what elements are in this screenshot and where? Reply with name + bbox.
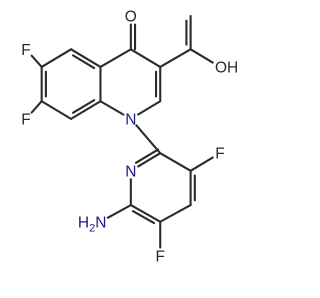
bond-Cp2-Np1-second-line bbox=[134, 148, 160, 164]
atom-label-layer: O OH F F N N F F H2N bbox=[21, 9, 238, 266]
bond-Cp3-Cp2 bbox=[159, 152, 192, 172]
atom-label-F5p: F bbox=[155, 249, 164, 266]
bond-C5-C6 bbox=[40, 48, 73, 68]
bond-C_acid-O_acid_OH bbox=[189, 48, 214, 64]
atom-label-F3p: F bbox=[215, 146, 224, 163]
bond-C4-C4a bbox=[99, 48, 132, 68]
bond-C8a-N1 bbox=[99, 100, 125, 116]
bond-N1-C2 bbox=[137, 100, 162, 116]
bond-layer bbox=[30, 14, 214, 249]
atom-label-F6: F bbox=[21, 42, 30, 59]
bond-Cp3-F3p bbox=[189, 156, 214, 172]
atom-label-F7: F bbox=[21, 111, 30, 128]
bond-Cp2-Np1 bbox=[137, 152, 162, 168]
bond-Cp5-Cp4 bbox=[159, 204, 192, 223]
atom-label-O_keto: O bbox=[125, 9, 137, 26]
bond-C4a-C5 bbox=[70, 48, 102, 68]
bond-C6-F6 bbox=[30, 54, 43, 68]
bond-C7-C8 bbox=[40, 100, 73, 120]
bond-C3-C_acid bbox=[159, 48, 192, 68]
bond-Cp6-Cp5-second-line bbox=[131, 210, 156, 225]
atom-label-Np1: N bbox=[125, 163, 136, 180]
bond-C4-C3 bbox=[129, 48, 162, 68]
bond-C7-F7 bbox=[30, 100, 43, 114]
atom-label-O_acid_OH: OH bbox=[215, 59, 238, 76]
bond-C8-C8a-second-line bbox=[71, 99, 96, 114]
atom-label-N1: N bbox=[125, 111, 136, 128]
bond-C4a-C5-second-line bbox=[71, 54, 96, 70]
atom-label-NH2: H2N bbox=[78, 214, 107, 234]
bond-Cp6-Cp5 bbox=[129, 204, 162, 223]
bond-C8-C8a bbox=[70, 100, 102, 120]
bond-N1-Cp2 bbox=[135, 124, 162, 155]
chemical-structure: O OH F F N N F F H2N bbox=[21, 9, 238, 266]
bond-Cp6-NH2 bbox=[106, 204, 132, 219]
